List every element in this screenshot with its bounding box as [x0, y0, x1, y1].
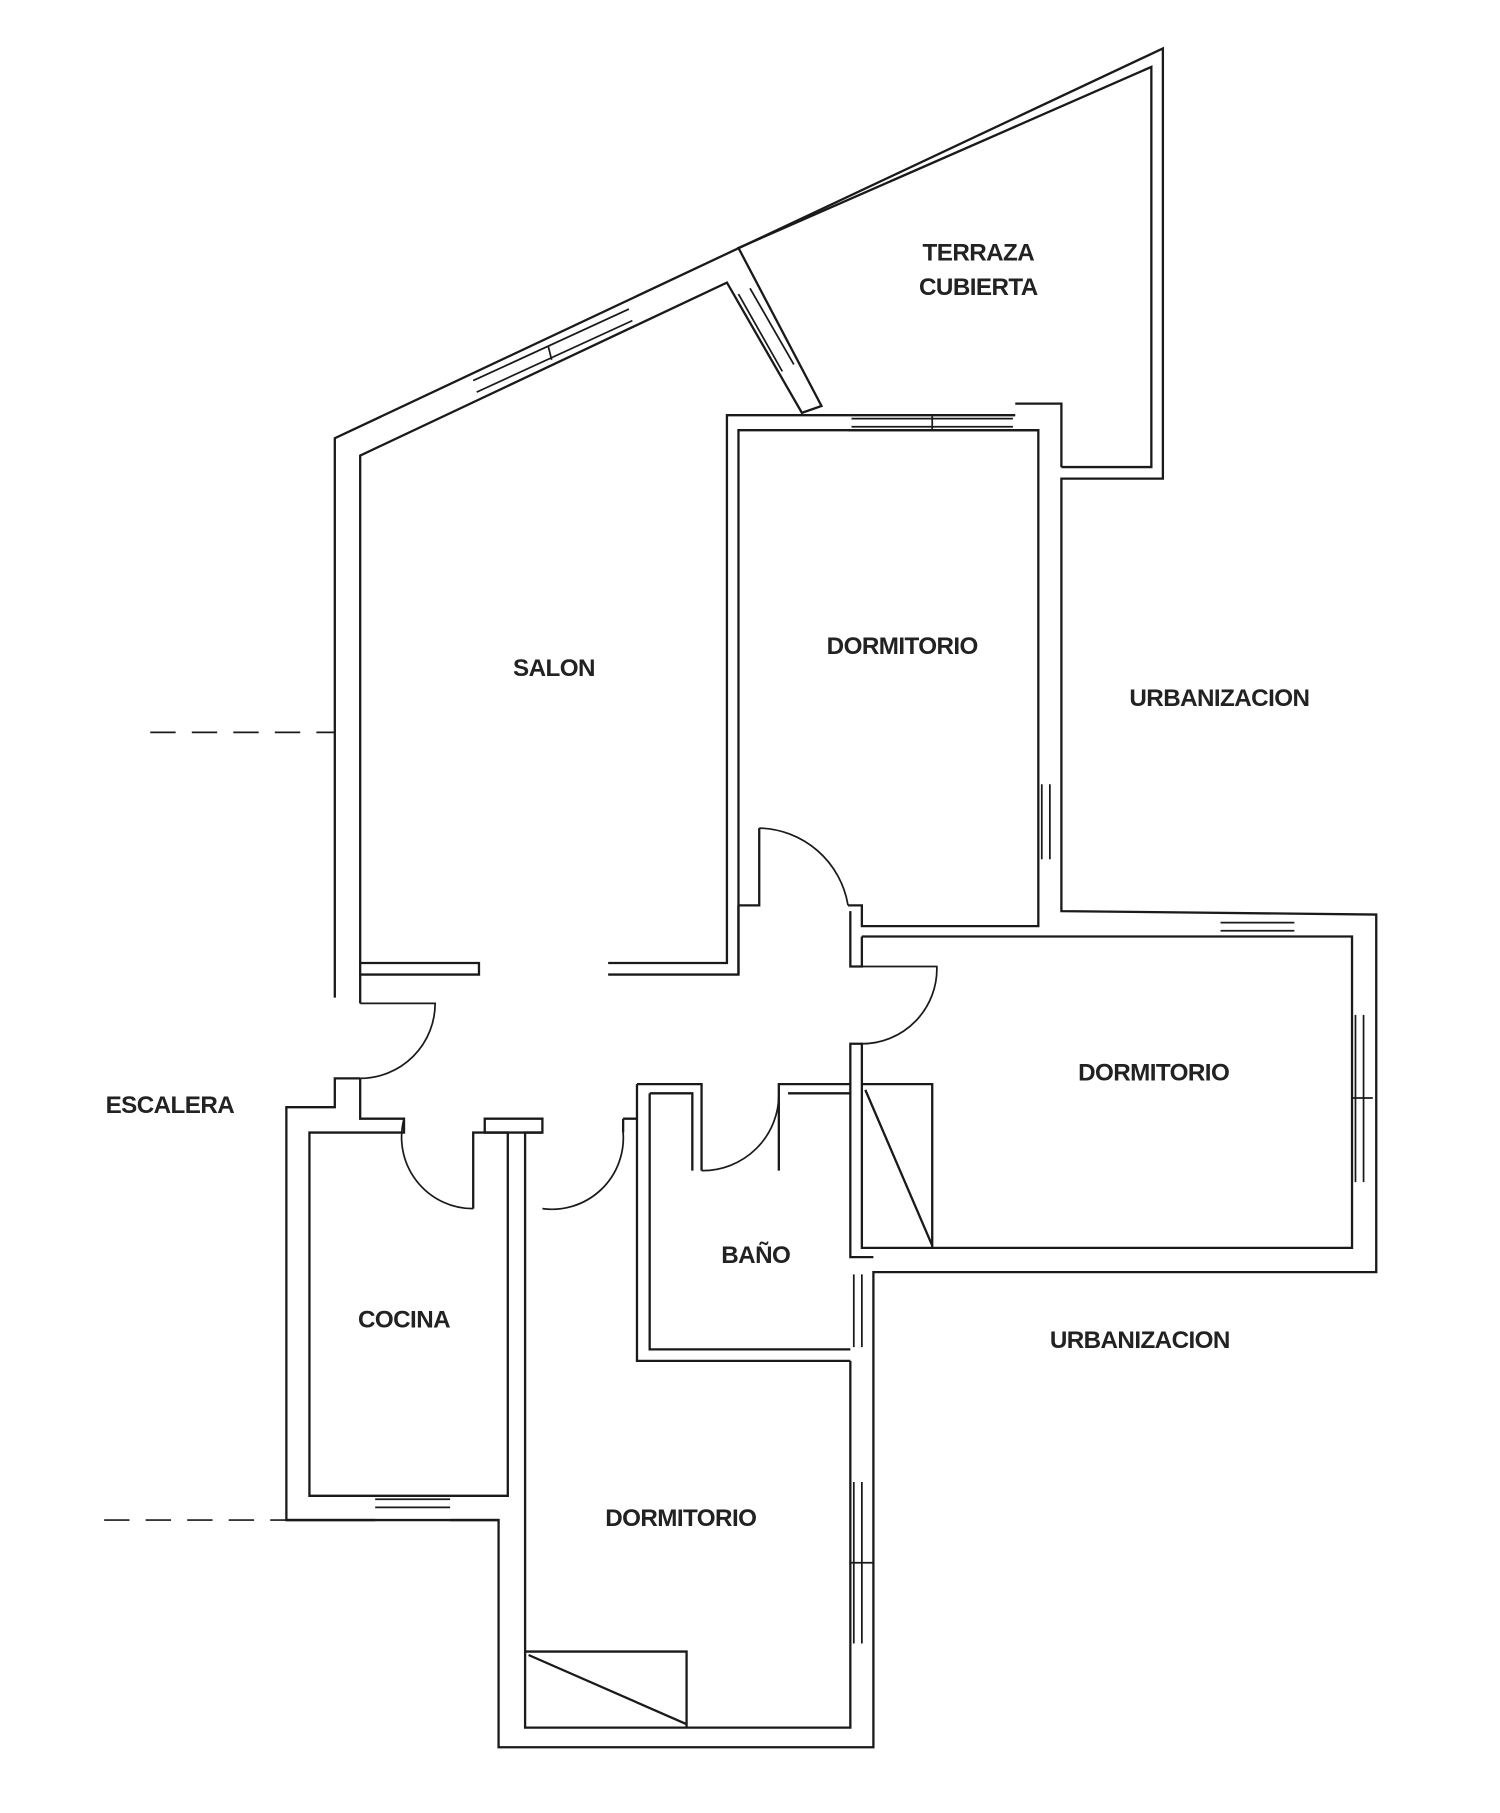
label-cocina: COCINA — [358, 1306, 450, 1333]
label-salon: SALON — [513, 655, 595, 682]
label-urbanizacion-1: URBANIZACION — [1129, 685, 1309, 712]
walls — [285, 46, 1378, 1749]
windows — [375, 287, 1373, 1644]
label-escalera: ESCALERA — [106, 1092, 235, 1119]
doors — [360, 827, 938, 1211]
label-dormitorio-2: DORMITORIO — [1078, 1060, 1229, 1087]
label-dormitorio-1: DORMITORIO — [827, 633, 978, 660]
label-bano: BAÑO — [721, 1241, 790, 1269]
label-dormitorio-3: DORMITORIO — [605, 1505, 756, 1532]
label-cubierta: CUBIERTA — [919, 274, 1038, 301]
label-urbanizacion-2: URBANIZACION — [1050, 1327, 1230, 1354]
label-terraza: TERRAZA — [923, 240, 1035, 267]
